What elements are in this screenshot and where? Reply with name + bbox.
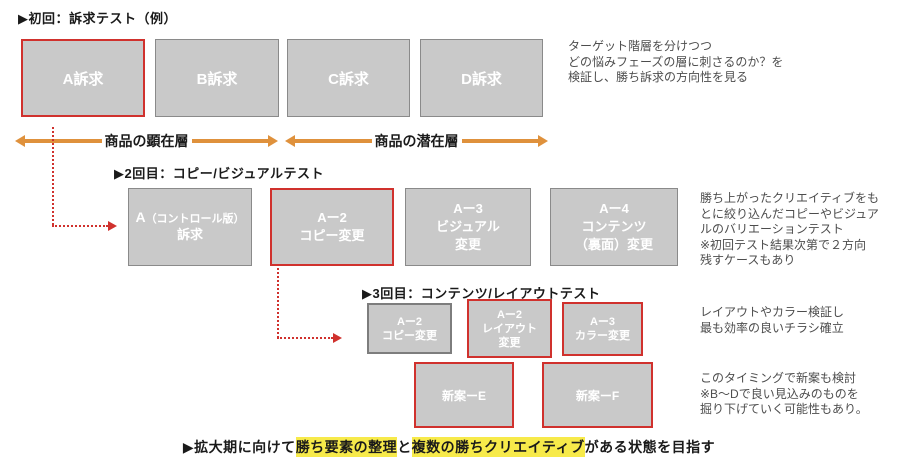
connector-phase2-to-phase3-vertical [277, 268, 279, 338]
phase3-heading: ▶3回目：コンテンツ/レイアウトテスト [362, 286, 601, 301]
box-a2-copy-change-round3: Aー2 コピー変更 [367, 303, 452, 354]
latent-layer-arrow: 商品の潜在層 [285, 133, 548, 149]
box-a4-content-change: Aー4 コンテンツ （裏面）変更 [550, 188, 678, 266]
appeal-box-a-label: A訴求 [62, 70, 104, 88]
arrowhead-right-icon [538, 135, 548, 147]
appeal-box-b-label: B訴求 [196, 70, 238, 88]
highlight-multiple-creatives: 複数の勝ちクリエイティブ [411, 437, 585, 457]
explicit-layer-arrow: 商品の顕在層 [15, 133, 278, 149]
appeal-box-c-label: C訴求 [328, 70, 369, 88]
box-new-draft-e: 新案ーE [414, 362, 514, 428]
control-box-a-line2: 訴求 [176, 227, 203, 242]
explicit-layer-label: 商品の顕在層 [104, 133, 189, 149]
appeal-box-b: B訴求 [155, 39, 279, 117]
box-new-draft-f: 新案ーF [542, 362, 653, 428]
arrowhead-left-icon [285, 135, 295, 147]
box-a3-visual-change: Aー3 ビジュアル 変更 [405, 188, 531, 266]
connector-phase1-to-phase2-horizontal [52, 225, 108, 227]
box-a2-layout-change: Aー2 レイアウト 変更 [467, 299, 552, 358]
phase2-note: 勝ち上がったクリエイティブをも とに絞り込んだコピーやビジュア ルのバリエーショ… [700, 191, 880, 267]
connector-arrowhead-icon [108, 221, 117, 231]
appeal-box-d-label: D訴求 [461, 70, 502, 88]
control-box-a-line1: A（コントロール版） [135, 209, 245, 225]
box-a2-copy-change: Aー2 コピー変更 [270, 188, 394, 266]
control-box-a: A（コントロール版） 訴求 [128, 188, 252, 266]
phase3-note: レイアウトやカラー検証し 最も効率の良いチラシ確立 [700, 305, 845, 335]
highlight-win-elements: 勝ち要素の整理 [295, 437, 398, 457]
connector-arrowhead-icon [333, 333, 342, 343]
connector-phase2-to-phase3-horizontal [277, 337, 333, 339]
phase2-heading: ▶2回目：コピー/ビジュアルテスト [114, 166, 325, 181]
phase1-heading: ▶初回：訴求テスト（例） [18, 11, 177, 26]
goal-statement: ▶拡大期に向けて勝ち要素の整理と複数の勝ちクリエイティブがある状態を目指す [182, 437, 716, 457]
latent-layer-label: 商品の潜在層 [374, 133, 459, 149]
arrowhead-right-icon [268, 135, 278, 147]
phase4-note: このタイミングで新案も検討 ※B〜Dで良い見込みのものを 掘り下げていく可能性も… [700, 371, 868, 416]
phase1-note: ターゲット階層を分けつつ どの悩みフェーズの層に刺さるのか？を 検証し、勝ち訴求… [568, 39, 784, 84]
appeal-box-d: D訴求 [420, 39, 543, 117]
appeal-box-c: C訴求 [287, 39, 410, 117]
connector-phase1-to-phase2-vertical [52, 127, 54, 225]
arrowhead-left-icon [15, 135, 25, 147]
appeal-box-a: A訴求 [21, 39, 145, 117]
box-a3-color-change: Aー3 カラー変更 [562, 302, 643, 356]
